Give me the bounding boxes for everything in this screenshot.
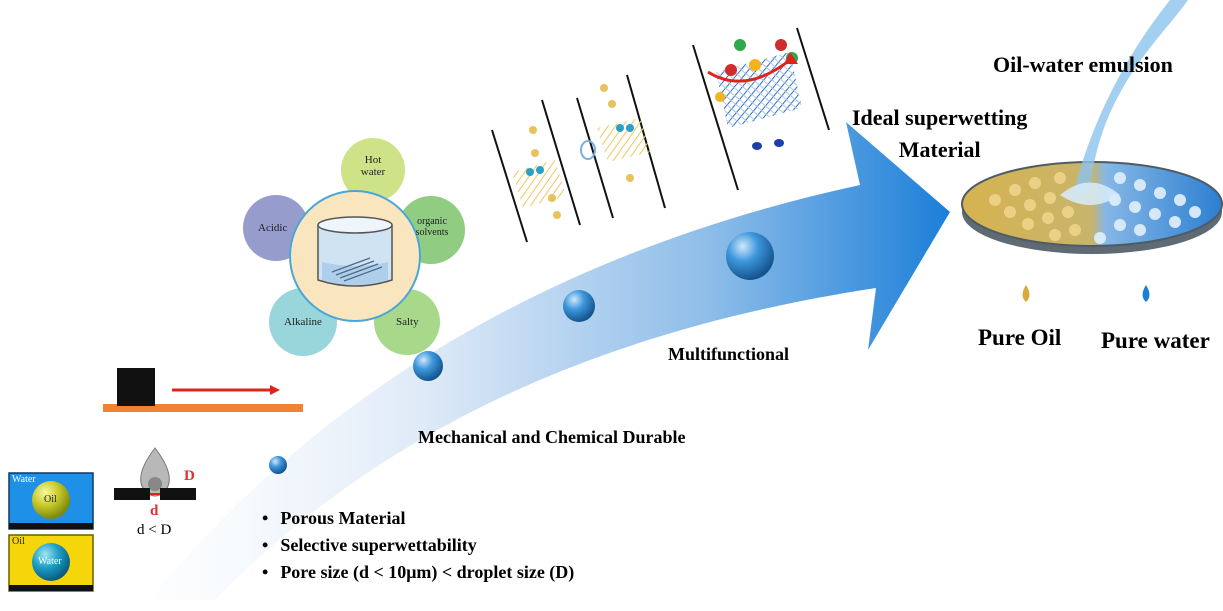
bottom-panel-drop: Water (38, 556, 62, 567)
criteria-item: Pore size (d < 10μm) < droplet size (D) (262, 559, 574, 586)
alkaline-label: Alkaline (284, 316, 322, 328)
droplet-size-label: D (184, 468, 195, 484)
top-panel-medium: Water (12, 474, 36, 485)
acidic-label: Acidic (258, 222, 288, 234)
hot-water-line1: Hot (364, 154, 382, 166)
ideal-membrane (961, 0, 1223, 302)
pore-size-label: d (150, 503, 159, 519)
bubble-2 (413, 351, 443, 381)
durable-label: Mechanical and Chemical Durable (418, 427, 686, 447)
criteria-item: Porous Material (262, 505, 574, 532)
hot-water-line2: water (360, 166, 386, 178)
ideal-title-line2: Material (898, 137, 981, 162)
criteria-item: Selective superwettability (262, 532, 574, 559)
emulsion-title: Oil-water emulsion (993, 52, 1173, 77)
criteria-list: Porous Material Selective superwettabili… (262, 505, 574, 586)
salty-label: Salty (396, 316, 419, 328)
hot-water-petal (341, 138, 405, 202)
bubble-3 (563, 290, 595, 322)
ideal-title-line1: Ideal superwetting (852, 105, 1028, 130)
pore-size-illustration (114, 447, 196, 500)
bottom-panel-medium: Oil (12, 536, 25, 547)
multifunctional-label: Multifunctional (668, 344, 790, 364)
pore-relation-label: d < D (137, 522, 172, 538)
bubble-1 (269, 456, 287, 474)
environment-flower (243, 138, 465, 356)
wetting-panels (8, 472, 94, 592)
top-panel-drop: Oil (44, 494, 57, 505)
water-drop-icon (1142, 285, 1150, 302)
ideal-material-title: Ideal superwetting Material (852, 102, 1027, 166)
pure-water-label: Pure water (1101, 328, 1210, 353)
organic-label: organic solvents (410, 216, 454, 238)
durability-lanes (491, 27, 830, 243)
organic-line2: solvents (415, 227, 449, 238)
organic-line1: organic (417, 216, 447, 227)
lane-membranes (512, 39, 802, 219)
oil-drop-icon (1022, 285, 1030, 302)
hot-water-label: Hot water (357, 154, 389, 178)
mechanical-test (103, 368, 303, 412)
pure-oil-label: Pure Oil (978, 325, 1062, 350)
bubble-4 (726, 232, 774, 280)
